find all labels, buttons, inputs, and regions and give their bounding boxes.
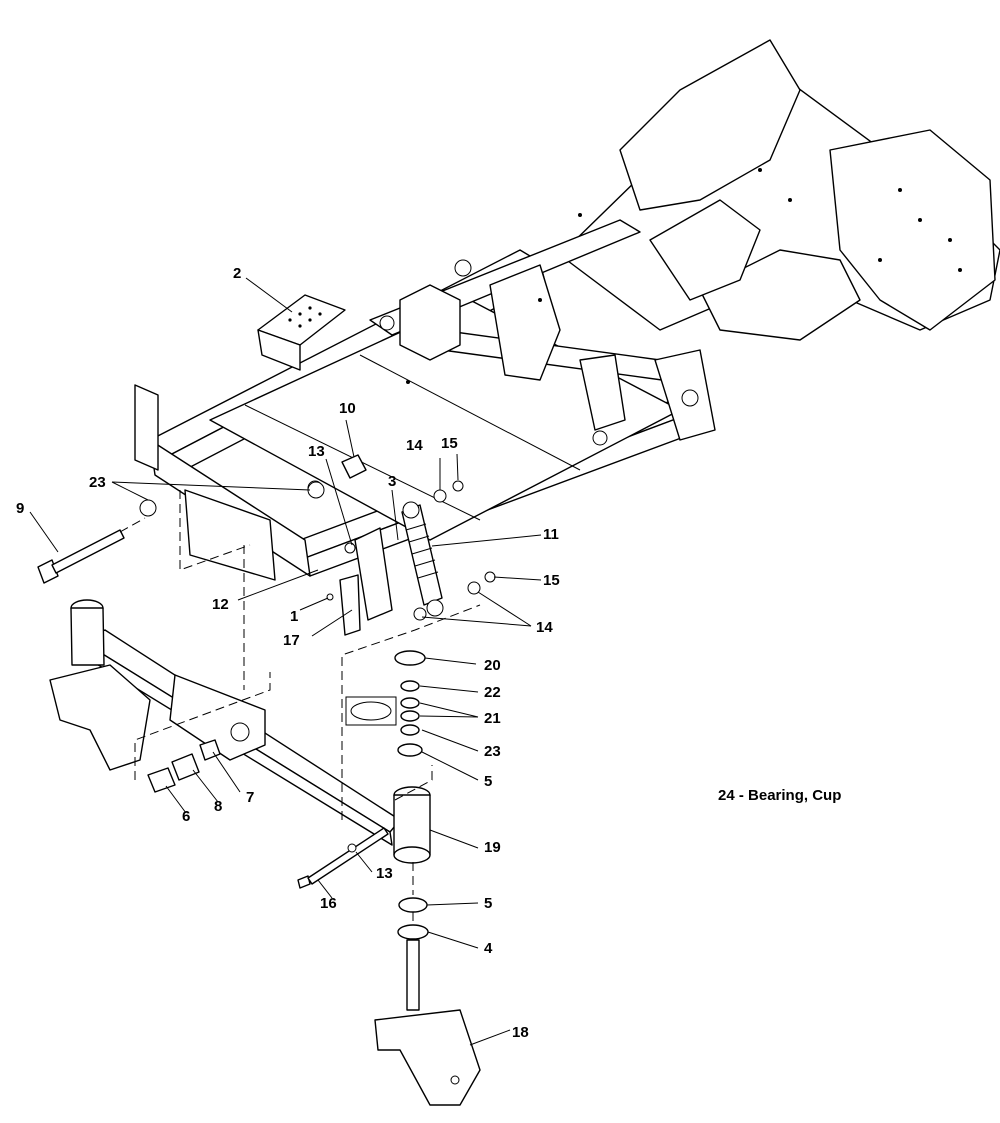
callout-14a: 14	[406, 437, 423, 454]
callout-11: 11	[543, 526, 559, 543]
callout-21: 21	[484, 710, 501, 727]
callout-12: 12	[212, 596, 229, 613]
assembly-lines	[119, 490, 481, 925]
callout-19: 19	[484, 839, 501, 856]
callout-13a: 13	[308, 443, 325, 460]
front-axle	[49, 599, 401, 846]
callout-15a: 15	[441, 435, 458, 452]
callout-15b: 15	[543, 572, 560, 589]
callout-17: 17	[283, 632, 300, 649]
callout-23a: 23	[89, 474, 106, 491]
callout-10: 10	[339, 400, 356, 417]
callout-9: 9	[16, 500, 25, 517]
callout-1: 1	[290, 608, 299, 625]
callout-8: 8	[214, 798, 223, 815]
footrest	[257, 294, 346, 371]
callout-20: 20	[484, 657, 501, 674]
bearing-cup-note: 24 - Bearing, Cup	[718, 787, 842, 804]
callout-18: 18	[512, 1024, 529, 1041]
bushings	[147, 739, 221, 793]
callout-16: 16	[320, 895, 337, 912]
callout-23b: 23	[484, 743, 501, 760]
callout-6: 6	[182, 808, 191, 825]
pivot-bolt	[297, 827, 389, 889]
callout-5b: 5	[484, 895, 493, 912]
hardware	[139, 454, 496, 621]
spindle-assembly	[374, 786, 481, 1106]
bolt	[37, 529, 125, 584]
leader-lines	[29, 277, 542, 1046]
callout-13b: 13	[376, 865, 393, 882]
callout-2: 2	[233, 265, 242, 282]
callout-7: 7	[246, 789, 255, 806]
callout-5a: 5	[484, 773, 493, 790]
pivot-bracket	[339, 527, 393, 636]
callout-3: 3	[388, 473, 397, 490]
bearing-stack	[345, 650, 426, 757]
shock-absorber	[401, 501, 444, 617]
main-frame	[134, 39, 1000, 581]
callout-4: 4	[484, 940, 493, 957]
callout-14b: 14	[536, 619, 553, 636]
callout-22: 22	[484, 684, 501, 701]
